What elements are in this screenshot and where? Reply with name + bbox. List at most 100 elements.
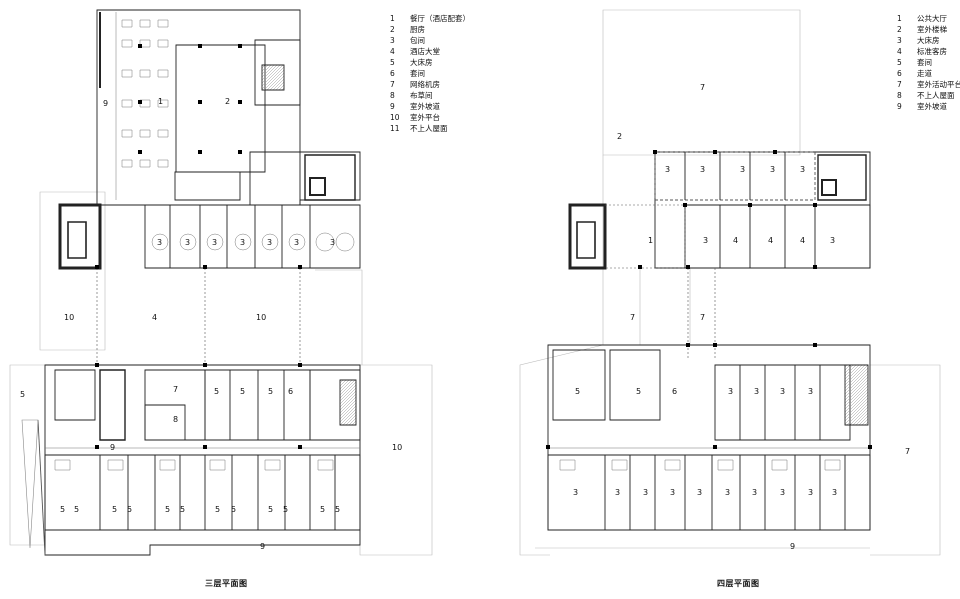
svg-text:5: 5 bbox=[165, 505, 170, 514]
svg-text:3: 3 bbox=[725, 488, 730, 497]
svg-text:3: 3 bbox=[294, 238, 299, 247]
fourth-floor-columns bbox=[546, 150, 872, 449]
svg-text:6: 6 bbox=[288, 387, 293, 396]
svg-text:3: 3 bbox=[740, 165, 745, 174]
svg-text:3: 3 bbox=[800, 165, 805, 174]
svg-text:3: 3 bbox=[830, 236, 835, 245]
svg-text:3: 3 bbox=[808, 387, 813, 396]
svg-text:3: 3 bbox=[808, 488, 813, 497]
svg-text:3: 3 bbox=[157, 238, 162, 247]
svg-text:4: 4 bbox=[800, 236, 805, 245]
svg-text:7: 7 bbox=[700, 83, 705, 92]
svg-text:5: 5 bbox=[20, 390, 25, 399]
svg-text:3: 3 bbox=[185, 238, 190, 247]
fourth-floor-plan: 7 2 3 3 3 3 3 1 3 4 4 4 3 7 7 5 5 6 3 3 3 3 7 3 3 3 3 3 3 3 3… bbox=[519, 9, 941, 556]
svg-text:3: 3 bbox=[752, 488, 757, 497]
svg-text:5: 5 bbox=[636, 387, 641, 396]
svg-text:10: 10 bbox=[392, 443, 402, 452]
svg-text:9: 9 bbox=[260, 542, 265, 551]
svg-text:9: 9 bbox=[790, 542, 795, 551]
svg-text:3: 3 bbox=[780, 488, 785, 497]
svg-text:5: 5 bbox=[231, 505, 236, 514]
fourth-floor-caption: 四层平面图 bbox=[717, 579, 760, 588]
svg-text:8: 8 bbox=[173, 415, 178, 424]
svg-text:3: 3 bbox=[240, 238, 245, 247]
svg-text:3: 3 bbox=[212, 238, 217, 247]
svg-text:3: 3 bbox=[700, 165, 705, 174]
svg-text:3: 3 bbox=[770, 165, 775, 174]
svg-text:5: 5 bbox=[60, 505, 65, 514]
svg-text:10: 10 bbox=[256, 313, 266, 322]
svg-text:5: 5 bbox=[575, 387, 580, 396]
svg-text:5: 5 bbox=[283, 505, 288, 514]
svg-text:3: 3 bbox=[267, 238, 272, 247]
svg-text:2: 2 bbox=[225, 97, 230, 106]
svg-text:3: 3 bbox=[728, 387, 733, 396]
svg-text:7: 7 bbox=[630, 313, 635, 322]
svg-text:4: 4 bbox=[768, 236, 773, 245]
svg-text:1: 1 bbox=[648, 236, 653, 245]
third-floor-columns bbox=[95, 44, 302, 449]
svg-text:3: 3 bbox=[703, 236, 708, 245]
svg-text:5: 5 bbox=[240, 387, 245, 396]
svg-text:1: 1 bbox=[158, 97, 163, 106]
svg-text:5: 5 bbox=[215, 505, 220, 514]
svg-text:7: 7 bbox=[700, 313, 705, 322]
svg-text:4: 4 bbox=[152, 313, 157, 322]
svg-text:3: 3 bbox=[670, 488, 675, 497]
svg-text:3: 3 bbox=[780, 387, 785, 396]
svg-text:7: 7 bbox=[905, 447, 910, 456]
svg-text:5: 5 bbox=[214, 387, 219, 396]
svg-text:3: 3 bbox=[330, 238, 335, 247]
svg-text:5: 5 bbox=[268, 387, 273, 396]
svg-text:7: 7 bbox=[173, 385, 178, 394]
svg-text:5: 5 bbox=[268, 505, 273, 514]
svg-text:9: 9 bbox=[110, 443, 115, 452]
svg-text:5: 5 bbox=[127, 505, 132, 514]
svg-text:3: 3 bbox=[643, 488, 648, 497]
svg-text:10: 10 bbox=[64, 313, 74, 322]
svg-text:3: 3 bbox=[615, 488, 620, 497]
svg-text:5: 5 bbox=[74, 505, 79, 514]
svg-text:6: 6 bbox=[672, 387, 677, 396]
svg-text:3: 3 bbox=[573, 488, 578, 497]
third-floor-caption: 三层平面图 bbox=[205, 579, 248, 588]
svg-text:5: 5 bbox=[180, 505, 185, 514]
svg-text:2: 2 bbox=[617, 132, 622, 141]
svg-text:4: 4 bbox=[733, 236, 738, 245]
svg-text:5: 5 bbox=[320, 505, 325, 514]
svg-text:3: 3 bbox=[665, 165, 670, 174]
svg-text:3: 3 bbox=[832, 488, 837, 497]
svg-text:5: 5 bbox=[335, 505, 340, 514]
svg-text:3: 3 bbox=[754, 387, 759, 396]
restaurant-tables bbox=[121, 19, 169, 168]
svg-text:5: 5 bbox=[112, 505, 117, 514]
svg-text:3: 3 bbox=[697, 488, 702, 497]
